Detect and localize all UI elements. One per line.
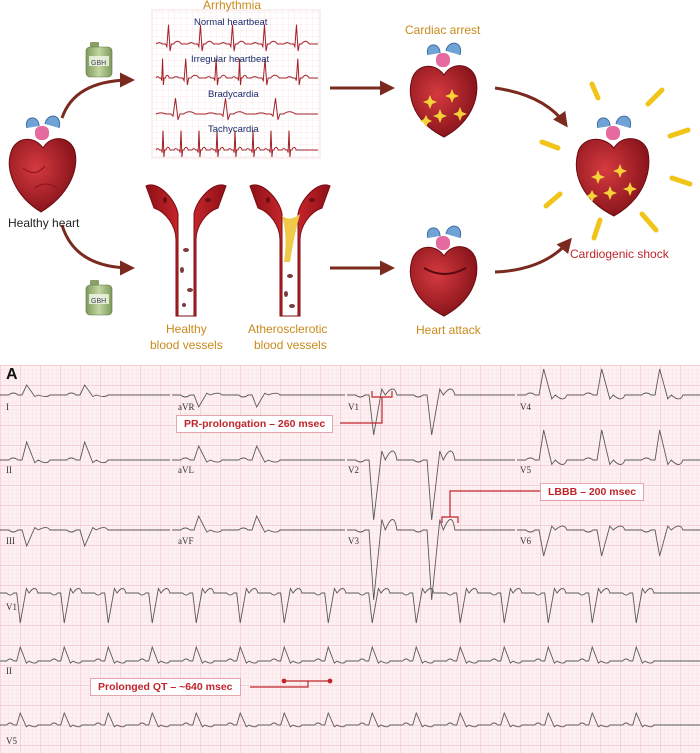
athero-vessels-label-line1: Atherosclerotic <box>248 322 328 336</box>
lead-label-v2: V2 <box>348 465 359 475</box>
lead-label-avf: aVF <box>178 536 194 546</box>
ecg-label-normal: Normal heartbeat <box>194 17 268 28</box>
ecg-trace-row6-v5 <box>0 711 700 728</box>
lbbb-callout: LBBB – 200 msec <box>540 483 645 501</box>
healthy-vessel-icon <box>145 184 227 317</box>
ecg-trace-row4-v1 <box>0 587 700 624</box>
ecg-label-tachycardia: Tachycardia <box>208 124 259 135</box>
lead-label-v3: V3 <box>348 536 359 546</box>
panel-label-a: A <box>6 366 18 383</box>
gbh-label-top: GBH <box>91 60 107 67</box>
lead-label-rhythm-ii: II <box>6 666 12 676</box>
cardiac-arrest-label: Cardiac arrest <box>405 23 481 37</box>
ecg-trace-row1 <box>0 368 700 436</box>
gbh-label-bottom: GBH <box>91 298 107 305</box>
arrow-to-shock-top <box>494 86 568 128</box>
atherosclerotic-vessel-icon <box>249 184 331 317</box>
lbbb-connector <box>441 490 540 523</box>
arrow-to-vessels <box>60 224 135 276</box>
ecg-12-lead-panel: A I aVR V1 V4 II aVL V2 V5 III aVF V3 V6… <box>0 365 700 753</box>
heart-attack-label: Heart attack <box>416 323 481 337</box>
qt-connector <box>250 678 333 688</box>
cardiac-arrest-heart-icon <box>409 42 478 138</box>
ecg-irregular-trace <box>155 58 318 86</box>
lead-label-v5: V5 <box>520 465 531 475</box>
cardiogenic-shock-label: Cardiogenic shock <box>570 247 669 261</box>
shock-rays <box>539 81 693 241</box>
ecg-normal-trace <box>155 24 318 52</box>
lead-label-v4: V4 <box>520 402 531 412</box>
lead-label-iii: III <box>6 536 15 546</box>
gbh-bottle-icon-bottom <box>85 280 113 316</box>
illustration-panel: Healthy heart GBH GBH Arrhythmia Normal … <box>0 0 700 362</box>
ecg-label-irregular: Irregular heartbeat <box>191 54 270 65</box>
lead-label-rhythm-v1: V1 <box>6 602 17 612</box>
lead-label-v1: V1 <box>348 402 359 412</box>
arrow-to-arrhythmia <box>60 72 135 119</box>
ecg-tachycardia-trace <box>155 130 318 158</box>
arrow-to-shock-bottom <box>494 237 572 274</box>
healthy-vessels-label-line2: blood vessels <box>150 338 223 352</box>
arrhythmia-title: Arrhythmia <box>203 0 262 12</box>
ecg-bradycardia-trace <box>155 98 318 120</box>
lead-label-v6: V6 <box>520 536 531 546</box>
arrhythmia-ecg-box <box>151 9 321 159</box>
pr-prolongation-callout: PR-prolongation – 260 msec <box>176 415 334 433</box>
heart-attack-heart-icon <box>409 225 478 317</box>
healthy-heart-label: Healthy heart <box>8 216 80 230</box>
gbh-bottle-icon-top <box>85 42 113 78</box>
prolonged-qt-callout: Prolonged QT – ~640 msec <box>90 678 241 696</box>
lead-label-i: I <box>6 402 9 412</box>
lead-label-ii: II <box>6 465 12 475</box>
cardiogenic-shock-heart-icon <box>539 81 693 241</box>
healthy-vessels-label-line1: Healthy <box>166 322 207 336</box>
athero-vessels-label-line2: blood vessels <box>254 338 327 352</box>
ecg-trace-row2 <box>0 429 700 521</box>
lead-label-rhythm-v5: V5 <box>6 736 17 746</box>
healthy-heart-icon <box>8 115 77 213</box>
ecg-trace-row5-ii <box>0 645 700 664</box>
lead-label-avl: aVL <box>178 465 194 475</box>
pr-connector <box>340 391 393 424</box>
ecg-label-bradycardia: Bradycardia <box>208 89 259 100</box>
ecg-trace-row3 <box>0 514 700 601</box>
lead-label-avr: aVR <box>178 402 195 412</box>
